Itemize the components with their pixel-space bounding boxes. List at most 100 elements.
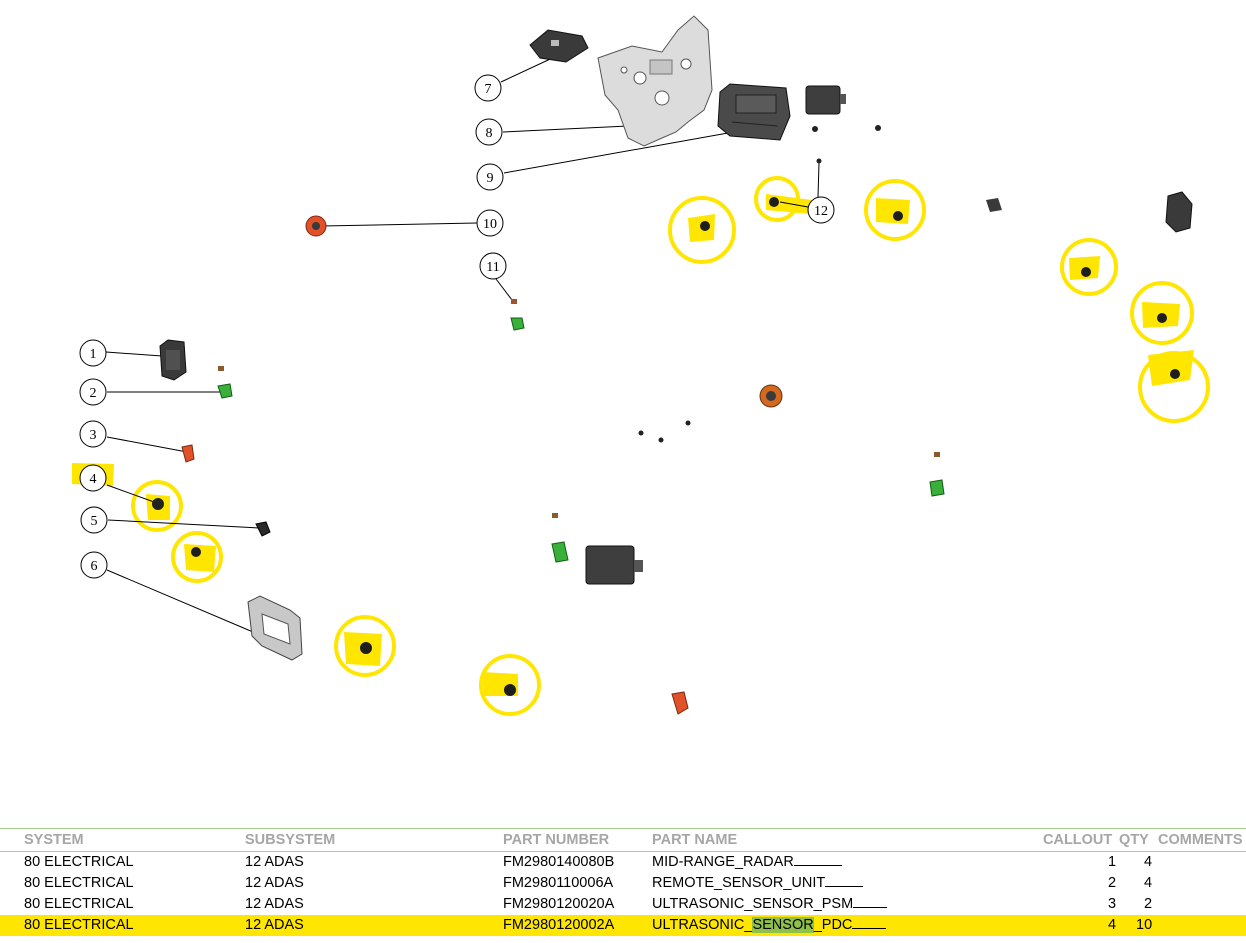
callout-6: 6 bbox=[91, 559, 98, 574]
highlight-markers bbox=[131, 176, 1210, 716]
part-9-ecu-module bbox=[717, 83, 791, 141]
callout-11: 11 bbox=[486, 260, 499, 275]
part-2-remote-sensor-unit bbox=[217, 383, 233, 399]
part-name-text: MID-RANGE_RADAR bbox=[652, 854, 794, 870]
cell-callout: 3 bbox=[1108, 896, 1117, 912]
part-3-ultrasonic-sensor-psm bbox=[181, 444, 195, 463]
header-comments: COMMENTS bbox=[1158, 832, 1243, 848]
cell-qty: 2 bbox=[1144, 896, 1153, 912]
parts-table: SYSTEM SUBSYSTEM PART NUMBER PART NAME C… bbox=[0, 828, 1246, 936]
screw bbox=[934, 452, 940, 457]
control-module bbox=[585, 545, 643, 585]
table-row[interactable]: 80 ELECTRICAL 12 ADAS FM2980140080B MID-… bbox=[0, 852, 1246, 873]
highlight-circle bbox=[668, 196, 736, 264]
part-7-bracket bbox=[529, 29, 589, 63]
screw bbox=[218, 366, 224, 371]
cell-qty: 10 bbox=[1136, 917, 1153, 933]
cell-system: 80 ELECTRICAL bbox=[24, 875, 134, 891]
highlight-patch bbox=[1148, 350, 1194, 386]
highlight-circle bbox=[171, 531, 223, 583]
cell-subsystem: 12 ADAS bbox=[245, 875, 304, 891]
part-8-mounting-plate bbox=[597, 15, 713, 147]
table-row-selected[interactable]: 80 ELECTRICAL 12 ADAS FM2980120002A ULTR… bbox=[0, 915, 1246, 936]
part-name-blank bbox=[793, 852, 842, 866]
cell-callout: 2 bbox=[1108, 875, 1117, 891]
highlight-circle bbox=[1060, 238, 1118, 296]
cell-subsystem: 12 ADAS bbox=[245, 917, 304, 933]
callout-4: 4 bbox=[90, 472, 97, 487]
cell-callout: 4 bbox=[1108, 917, 1117, 933]
part-name-blank bbox=[852, 915, 887, 929]
table-row[interactable]: 80 ELECTRICAL 12 ADAS FM2980110006A REMO… bbox=[0, 873, 1246, 894]
radar-unit-right bbox=[1165, 191, 1193, 233]
table-row[interactable]: 80 ELECTRICAL 12 ADAS FM2980120020A ULTR… bbox=[0, 894, 1246, 915]
cell-part-number: FM2980110006A bbox=[503, 875, 614, 891]
cell-system: 80 ELECTRICAL bbox=[24, 917, 134, 933]
callout-2: 2 bbox=[90, 386, 97, 401]
cell-qty: 4 bbox=[1144, 854, 1153, 870]
highlight-circle bbox=[479, 654, 541, 716]
callout-numbers: 1 2 3 4 5 6 7 8 9 10 11 12 bbox=[90, 82, 829, 574]
callout-1: 1 bbox=[90, 347, 97, 362]
part-4-ultrasonic-sensor-pdc bbox=[152, 498, 164, 510]
cell-qty: 4 bbox=[1144, 875, 1153, 891]
part-6-sensor-bracket bbox=[247, 595, 303, 661]
cell-system: 80 ELECTRICAL bbox=[24, 896, 134, 912]
part-name-text: ULTRASONIC_ bbox=[652, 917, 753, 933]
header-subsystem: SUBSYSTEM bbox=[245, 832, 336, 848]
header-callout: CALLOUT bbox=[1043, 832, 1113, 848]
callout-12: 12 bbox=[814, 204, 828, 219]
green-clip bbox=[551, 541, 569, 563]
callout-7: 7 bbox=[485, 82, 492, 97]
highlight-patch bbox=[184, 544, 216, 572]
highlight-circle bbox=[864, 179, 926, 241]
header-part-name: PART NAME bbox=[652, 832, 738, 848]
green-clip bbox=[929, 479, 945, 497]
clips bbox=[638, 125, 881, 443]
cell-part-name: ULTRASONIC_SENSOR_PSM bbox=[652, 894, 888, 915]
cell-subsystem: 12 ADAS bbox=[245, 854, 304, 870]
cell-callout: 1 bbox=[1108, 854, 1117, 870]
part-11-screw bbox=[510, 299, 525, 331]
leader-lines bbox=[105, 53, 820, 633]
screw bbox=[552, 513, 558, 518]
callout-bubbles bbox=[79, 74, 835, 579]
part-name-blank bbox=[853, 894, 888, 908]
callout-5: 5 bbox=[91, 514, 98, 529]
cell-system: 80 ELECTRICAL bbox=[24, 854, 134, 870]
pdc-sensors bbox=[191, 197, 1180, 696]
part-5-connector bbox=[255, 521, 271, 537]
orange-gear-part bbox=[759, 384, 783, 408]
cell-part-name: ULTRASONIC_SENSOR_PDC bbox=[652, 915, 887, 936]
part-name-text: _PDC bbox=[813, 917, 853, 933]
cell-part-name: REMOTE_SENSOR_UNIT bbox=[652, 873, 864, 894]
header-qty: QTY bbox=[1119, 832, 1149, 848]
highlight-circle bbox=[1130, 281, 1194, 345]
cell-part-name: MID-RANGE_RADAR bbox=[652, 852, 842, 873]
radar-unit bbox=[805, 85, 846, 115]
callout-3: 3 bbox=[90, 428, 97, 443]
part-1-mid-range-radar bbox=[159, 339, 187, 381]
highlight-circle bbox=[131, 480, 183, 532]
orange-sensor bbox=[671, 691, 689, 715]
small-connector bbox=[986, 198, 1002, 212]
header-part-number: PART NUMBER bbox=[503, 832, 610, 848]
highlight-patch bbox=[876, 198, 910, 224]
callout-8: 8 bbox=[486, 126, 493, 141]
callout-10: 10 bbox=[483, 217, 497, 232]
highlight-circle bbox=[334, 615, 396, 677]
exploded-parts-diagram: 1 2 3 4 5 6 7 8 9 10 11 12 bbox=[72, 15, 1210, 716]
header-system: SYSTEM bbox=[24, 832, 84, 848]
search-match-highlight: SENSOR bbox=[752, 917, 814, 933]
cell-part-number: FM2980120020A bbox=[503, 896, 615, 912]
parts bbox=[152, 15, 1193, 715]
part-10-orange-grommet bbox=[305, 215, 327, 237]
cell-part-number: FM2980120002A bbox=[503, 917, 615, 933]
part-name-text: ULTRASONIC_SENSOR_PSM bbox=[652, 896, 854, 912]
cell-subsystem: 12 ADAS bbox=[245, 896, 304, 912]
table-header: SYSTEM SUBSYSTEM PART NUMBER PART NAME C… bbox=[0, 828, 1246, 852]
part-name-blank bbox=[825, 873, 864, 887]
part-name-text: REMOTE_SENSOR_UNIT bbox=[652, 875, 826, 891]
highlight-patches bbox=[72, 194, 1194, 696]
callout-9: 9 bbox=[487, 171, 494, 186]
